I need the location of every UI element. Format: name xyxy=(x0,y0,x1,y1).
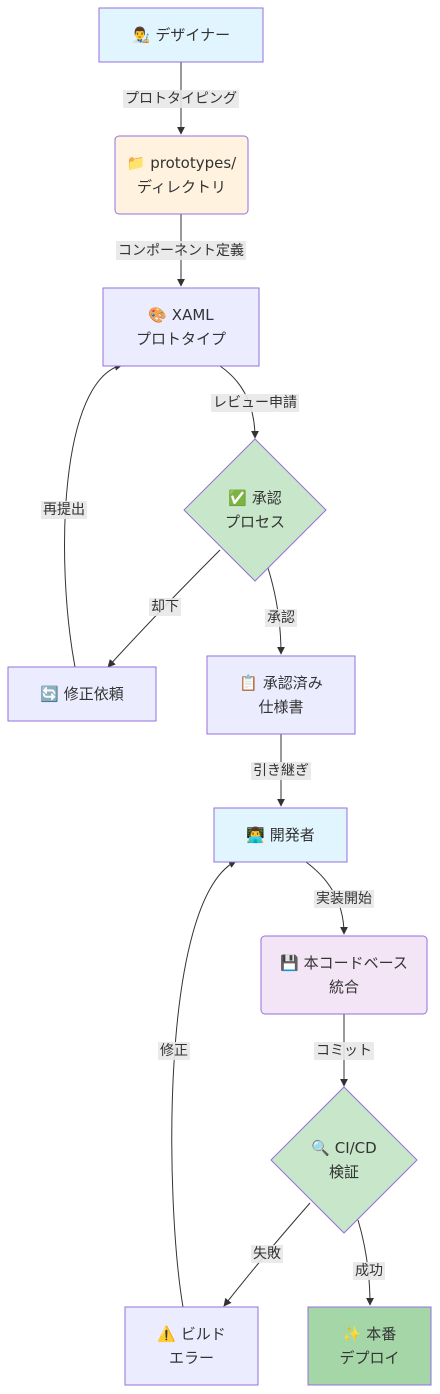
node-shape xyxy=(260,935,428,1015)
node-shape xyxy=(124,1306,259,1386)
edge-label-background xyxy=(116,241,246,260)
node-label: 📁 prototypes/ xyxy=(127,154,237,172)
edge-label-text: コミット xyxy=(316,1043,372,1059)
edge-label: 引き継ぎ xyxy=(251,762,311,780)
edge-cicd-to-deploy xyxy=(357,1219,374,1306)
edge-label-background xyxy=(251,762,311,780)
node-designer: 👨‍🎨 デザイナー xyxy=(98,7,264,63)
edge-label-text: プロトタイピング xyxy=(125,91,237,107)
node-shape xyxy=(307,1306,432,1386)
node-label: デプロイ xyxy=(339,1349,399,1367)
edge-label: 再提出 xyxy=(41,501,87,519)
edge-revision-to-xaml xyxy=(64,362,123,668)
node-prototypes: 📁 prototypes/ディレクトリ xyxy=(114,135,249,215)
node-shape xyxy=(102,287,260,367)
edge-label-text: 引き継ぎ xyxy=(253,763,309,779)
node-shape xyxy=(7,666,157,722)
edge-label: 却下 xyxy=(149,598,181,616)
edge-label: 成功 xyxy=(353,1262,385,1280)
edge-label: 失敗 xyxy=(251,1245,283,1263)
node-developer: 👨‍💻 開発者 xyxy=(213,807,348,863)
node-label: ✨ 本番 xyxy=(343,1325,396,1343)
edge-label: プロトタイピング xyxy=(123,90,239,108)
decision-shape xyxy=(183,438,327,582)
edge-label-background xyxy=(353,1262,385,1280)
edge-label: 実装開始 xyxy=(314,890,374,908)
node-xaml: 🎨 XAML プロトタイプ xyxy=(102,287,260,367)
decision-shape xyxy=(270,1086,418,1234)
edge-label-background xyxy=(149,598,181,616)
edge-label: レビュー申請 xyxy=(211,394,299,412)
node-label: 💾 本コードベース xyxy=(280,954,408,972)
edge-label-background xyxy=(265,609,297,627)
edge-label-background xyxy=(123,90,239,108)
node-label: ディレクトリ xyxy=(137,178,226,196)
edge-label-text: 実装開始 xyxy=(316,891,372,907)
edge-label: 修正 xyxy=(158,1042,190,1060)
node-shape xyxy=(206,655,356,735)
node-revision: 🔄 修正依頼 xyxy=(7,666,157,722)
node-label: 👨‍💻 開発者 xyxy=(246,826,314,844)
edge-label-text: 修正 xyxy=(160,1043,188,1059)
edge-label-text: 成功 xyxy=(355,1263,383,1279)
node-label: ⚠️ ビルド xyxy=(157,1325,225,1343)
node-label: ✅ 承認 xyxy=(228,489,281,507)
node-cicd: 🔍 CI/CD 検証 xyxy=(270,1086,418,1234)
node-shape xyxy=(213,807,348,863)
node-label: 👨‍🎨 デザイナー xyxy=(132,26,230,44)
edge-label-background xyxy=(41,501,87,519)
edge-label-text: レビュー申請 xyxy=(213,395,297,411)
node-label: 🔍 CI/CD xyxy=(311,1138,376,1157)
node-label: 仕様書 xyxy=(258,698,303,716)
edge-label: 承認 xyxy=(265,609,297,627)
edge-label: コンポーネント定義 xyxy=(116,241,246,260)
edge-label: コミット xyxy=(314,1042,374,1060)
edge-label-text: 却下 xyxy=(151,599,179,615)
node-label: 🎨 XAML xyxy=(148,305,214,324)
edge-label-text: コンポーネント定義 xyxy=(118,242,244,259)
node-shape xyxy=(98,7,264,63)
edge-label-text: 失敗 xyxy=(253,1246,281,1262)
edge-label-text: 再提出 xyxy=(43,502,85,518)
edge-label-background xyxy=(314,890,374,908)
edge-build-error-to-developer xyxy=(171,860,237,1308)
node-label: 統合 xyxy=(329,978,359,996)
node-label: 検証 xyxy=(329,1163,359,1181)
node-label: プロセス xyxy=(225,513,285,531)
edge-label-background xyxy=(251,1245,283,1263)
node-label: 📋 承認済み xyxy=(239,674,322,692)
node-label: プロトタイプ xyxy=(136,330,226,348)
node-label: エラー xyxy=(169,1349,214,1367)
node-shape xyxy=(114,135,249,215)
edge-label-text: 承認 xyxy=(267,610,295,626)
edge-label-background xyxy=(158,1042,190,1060)
edge-label-background xyxy=(314,1042,374,1060)
edge-label-background xyxy=(211,394,299,412)
node-label: 🔄 修正依頼 xyxy=(40,685,123,703)
